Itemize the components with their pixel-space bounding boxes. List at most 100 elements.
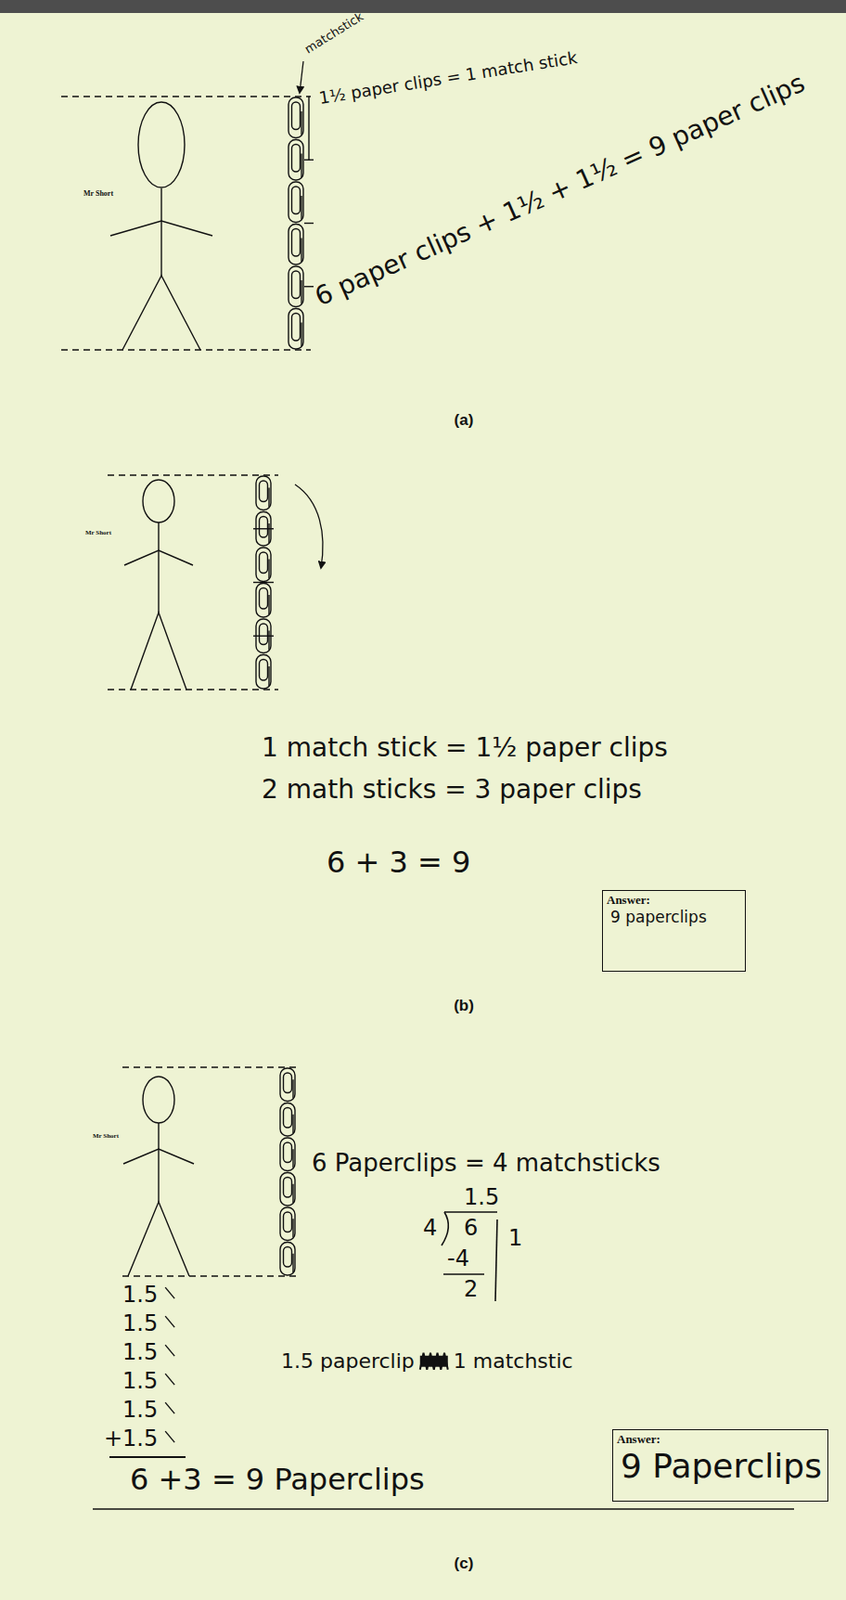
figure-name: Mr Short: [92, 1132, 119, 1140]
clip-outer: [256, 475, 271, 511]
paper-clip: [256, 475, 271, 511]
dashed-line: [61, 95, 311, 97]
clip-wire: [300, 237, 302, 262]
clip-outer: [256, 547, 271, 582]
clip-inner: [283, 1246, 293, 1268]
paper-clip: [288, 308, 304, 350]
panel-letter: (a): [454, 411, 475, 428]
dashed-line: [122, 1065, 299, 1067]
arms: [110, 220, 213, 236]
paper-clip: [280, 1067, 295, 1102]
plus-sign: +: [103, 1426, 123, 1449]
ratio-note: 1 matchstic: [453, 1350, 574, 1372]
clip-inner: [259, 516, 269, 539]
stick-figure: [61, 96, 314, 350]
quotient: 1.5: [463, 1185, 500, 1208]
clip-wire: [268, 666, 270, 686]
clip-inner: [292, 229, 301, 257]
clip-wire: [268, 594, 270, 615]
arms: [124, 550, 193, 565]
panel-letter: (c): [454, 1554, 475, 1571]
subtraction-line: [443, 1272, 485, 1275]
clip-wire: [268, 523, 270, 543]
clip-wire: [300, 195, 302, 220]
tally-mark: [165, 1286, 175, 1298]
clip-wire: [292, 1183, 294, 1203]
clip-inner: [292, 313, 301, 342]
matchstick-tick: [304, 159, 314, 161]
answer-heading: Answer:: [606, 893, 741, 907]
clip-wire: [292, 1148, 294, 1167]
clip-inner: [259, 659, 269, 681]
body: [157, 1122, 159, 1202]
dashed-line: [107, 688, 279, 690]
clip-wire: [268, 487, 270, 507]
ratio-note: 6 Paperclips = 4 matchsticks: [311, 1150, 661, 1175]
paper-clip: [288, 97, 304, 139]
addend: 1.5: [122, 1397, 158, 1421]
matchstick-tick: [253, 635, 274, 637]
clip-inner: [292, 270, 301, 299]
matchstick-tick: [253, 527, 274, 529]
dashed-line: [107, 474, 279, 475]
clip-inner: [292, 102, 301, 130]
tally-mark: [165, 1430, 175, 1442]
clip-outer: [280, 1137, 295, 1171]
tally-count: 1: [508, 1226, 523, 1249]
ratio-note: 1.5 paperclip: [281, 1350, 415, 1372]
curved-arrow: [294, 484, 323, 568]
answer-value: 9 Paperclips: [616, 1448, 823, 1484]
answer-heading: Answer:: [616, 1432, 823, 1446]
ratio-note: 1 match stick = 1½ paper clips: [261, 734, 668, 761]
clip-outer: [280, 1067, 295, 1102]
clip-wire: [268, 558, 270, 578]
figure-name: Mr Short: [83, 190, 114, 198]
clip-outer: [280, 1206, 295, 1241]
clip-outer: [280, 1102, 295, 1137]
body: [157, 522, 159, 613]
clip-outer: [288, 224, 304, 266]
addend: 1.5: [122, 1311, 158, 1334]
clip-outer: [288, 181, 304, 223]
tally-marks: [165, 1286, 175, 1442]
tally-mark: [165, 1344, 175, 1356]
answer-box: Answer: 9 paperclips: [602, 889, 746, 972]
head: [138, 102, 185, 188]
legs: [130, 612, 187, 690]
sum-note: 6 + 3 = 9: [326, 846, 471, 877]
paper-clip: [288, 181, 304, 223]
answer-value: 9 paperclips: [606, 909, 741, 926]
stick-figure: [122, 1066, 299, 1276]
clip-inner: [283, 1177, 293, 1198]
sum-line: [109, 1455, 186, 1458]
paper-clip: [280, 1172, 295, 1206]
clip-inner: [283, 1072, 293, 1093]
clip-inner: [259, 588, 269, 610]
head: [142, 479, 175, 523]
body: [160, 188, 162, 276]
divisor: 4: [423, 1216, 437, 1239]
remainder-bar: [495, 1218, 498, 1301]
clip-inner: [292, 186, 301, 215]
head: [142, 1076, 175, 1123]
figure-name: Mr Short: [85, 529, 112, 537]
division-bracket: [441, 1211, 449, 1245]
tally-mark: [165, 1401, 175, 1413]
panel-letter: (b): [453, 997, 475, 1013]
sum-note: 6 +3 = 9 Paperclips: [129, 1463, 425, 1494]
clip-wire: [292, 1253, 294, 1272]
dashed-line: [61, 348, 311, 350]
clip-outer: [280, 1172, 295, 1206]
clip-inner: [283, 1107, 293, 1128]
clip-inner: [259, 480, 269, 502]
clip-wire: [268, 629, 270, 650]
paper-clip: [288, 224, 304, 266]
paper-clip: [288, 266, 304, 308]
dashed-line: [122, 1274, 299, 1276]
clip-outer: [288, 97, 304, 139]
clip-inner: [259, 551, 269, 574]
clip-wire: [300, 111, 302, 136]
clip-outer: [256, 583, 271, 618]
